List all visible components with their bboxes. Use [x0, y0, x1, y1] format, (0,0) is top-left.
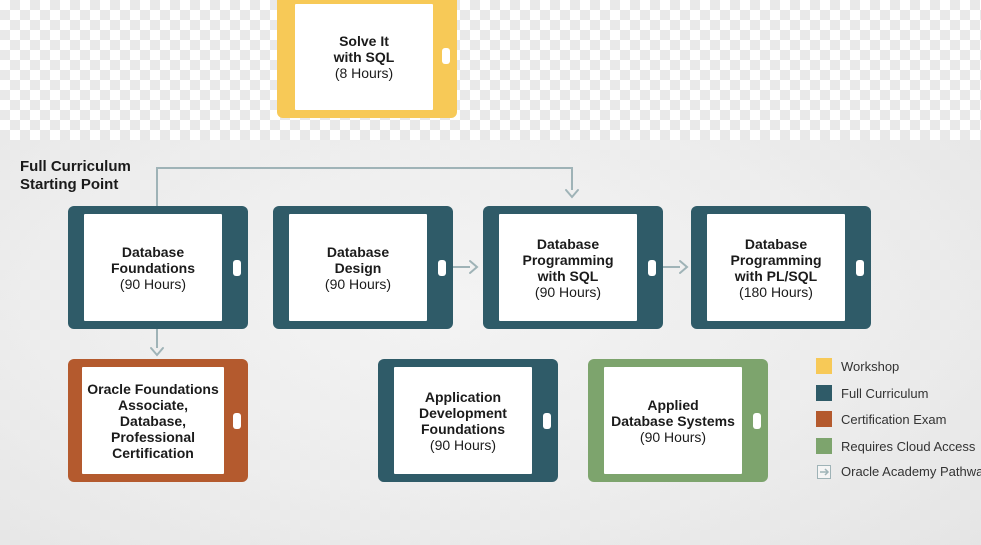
legend-swatch	[816, 385, 832, 401]
legend-item-certification-exam: Certification Exam	[816, 411, 946, 427]
tablet-button	[753, 412, 761, 429]
node-title-line: Database	[536, 235, 600, 252]
node-title-line: Database	[326, 243, 390, 260]
legend-label: Oracle Academy Pathway	[841, 464, 981, 479]
legend-label: Certification Exam	[841, 411, 947, 427]
node-title-line: Oracle Foundations	[87, 380, 219, 397]
tablet-button	[442, 48, 450, 64]
tablet-button	[543, 412, 551, 429]
legend-item-oracle-academy-pathway: Oracle Academy Pathway	[817, 464, 981, 479]
node-hours: (90 Hours)	[639, 428, 707, 445]
node-oracle-foundations-certification: Oracle Foundations Associate, Database, …	[68, 359, 248, 482]
node-applied-database-systems: Applied Database Systems (90 Hours)	[588, 359, 768, 482]
arrow-icon	[817, 464, 831, 479]
node-title-line: with PL/SQL	[734, 267, 818, 284]
arrowhead-down-sql	[565, 189, 579, 199]
node-database-design: Database Design (90 Hours)	[273, 206, 453, 329]
arrowhead-down-cert	[150, 347, 164, 357]
node-title-line: Design	[334, 259, 382, 276]
node-title-line: with SQL	[333, 49, 395, 65]
heading-line-2: Starting Point	[20, 176, 119, 193]
node-title-line: Programming	[730, 251, 822, 268]
heading-line-1: Full Curriculum	[20, 158, 131, 175]
node-title-line: Database	[744, 235, 808, 252]
node-title-line: Application	[424, 388, 502, 405]
tablet-button	[648, 259, 656, 276]
arrowhead-right-plsql	[679, 260, 689, 274]
arrow-foundations-to-sql	[156, 167, 573, 207]
node-title-line: Associate,	[117, 396, 189, 413]
node-title-line: Database	[121, 243, 185, 260]
node-title-line: Database Systems	[611, 412, 735, 429]
arrowhead-right-sql	[469, 260, 479, 274]
legend-item-requires-cloud-access: Requires Cloud Access	[816, 438, 975, 454]
tablet-button	[438, 259, 446, 276]
node-title-line: Applied	[647, 396, 699, 413]
node-title-line: Programming	[522, 251, 614, 268]
legend-swatch	[816, 411, 832, 427]
node-database-foundations: Database Foundations (90 Hours)	[68, 206, 248, 329]
node-title-line: Certification	[112, 444, 194, 461]
node-database-programming-sql: Database Programming with SQL (90 Hours)	[483, 206, 663, 329]
node-title-line: Professional	[110, 428, 196, 445]
node-solve-it-with-sql: Solve It with SQL (8 Hours)	[277, 0, 457, 118]
legend-label: Full Curriculum	[841, 385, 929, 401]
node-title-line: Foundations	[421, 420, 505, 437]
legend-item-workshop: Workshop	[816, 358, 899, 374]
node-database-programming-plsql: Database Programming with PL/SQL (180 Ho…	[691, 206, 871, 329]
node-hours: (8 Hours)	[334, 65, 394, 81]
node-application-development-foundations: Application Development Foundations (90 …	[378, 359, 558, 482]
node-hours: (90 Hours)	[534, 283, 602, 300]
node-title-line: Solve It	[339, 33, 389, 49]
node-hours: (90 Hours)	[119, 275, 187, 292]
node-title-line: Foundations	[111, 259, 195, 276]
node-title-line: Database,	[119, 412, 187, 429]
legend-label: Workshop	[841, 358, 900, 374]
legend-label: Requires Cloud Access	[841, 438, 976, 454]
starting-point-heading: Full Curriculum Starting Point	[20, 158, 131, 194]
node-hours: (90 Hours)	[429, 436, 497, 453]
node-title-line: Development	[419, 404, 507, 421]
node-title-line: with SQL	[537, 267, 599, 284]
node-hours: (90 Hours)	[324, 275, 392, 292]
tablet-button	[233, 259, 241, 276]
legend-item-full-curriculum: Full Curriculum	[816, 385, 928, 401]
tablet-button	[233, 412, 241, 429]
node-hours: (180 Hours)	[739, 283, 813, 300]
legend-swatch	[816, 358, 832, 374]
legend-swatch	[816, 438, 832, 454]
tablet-button	[856, 259, 864, 276]
